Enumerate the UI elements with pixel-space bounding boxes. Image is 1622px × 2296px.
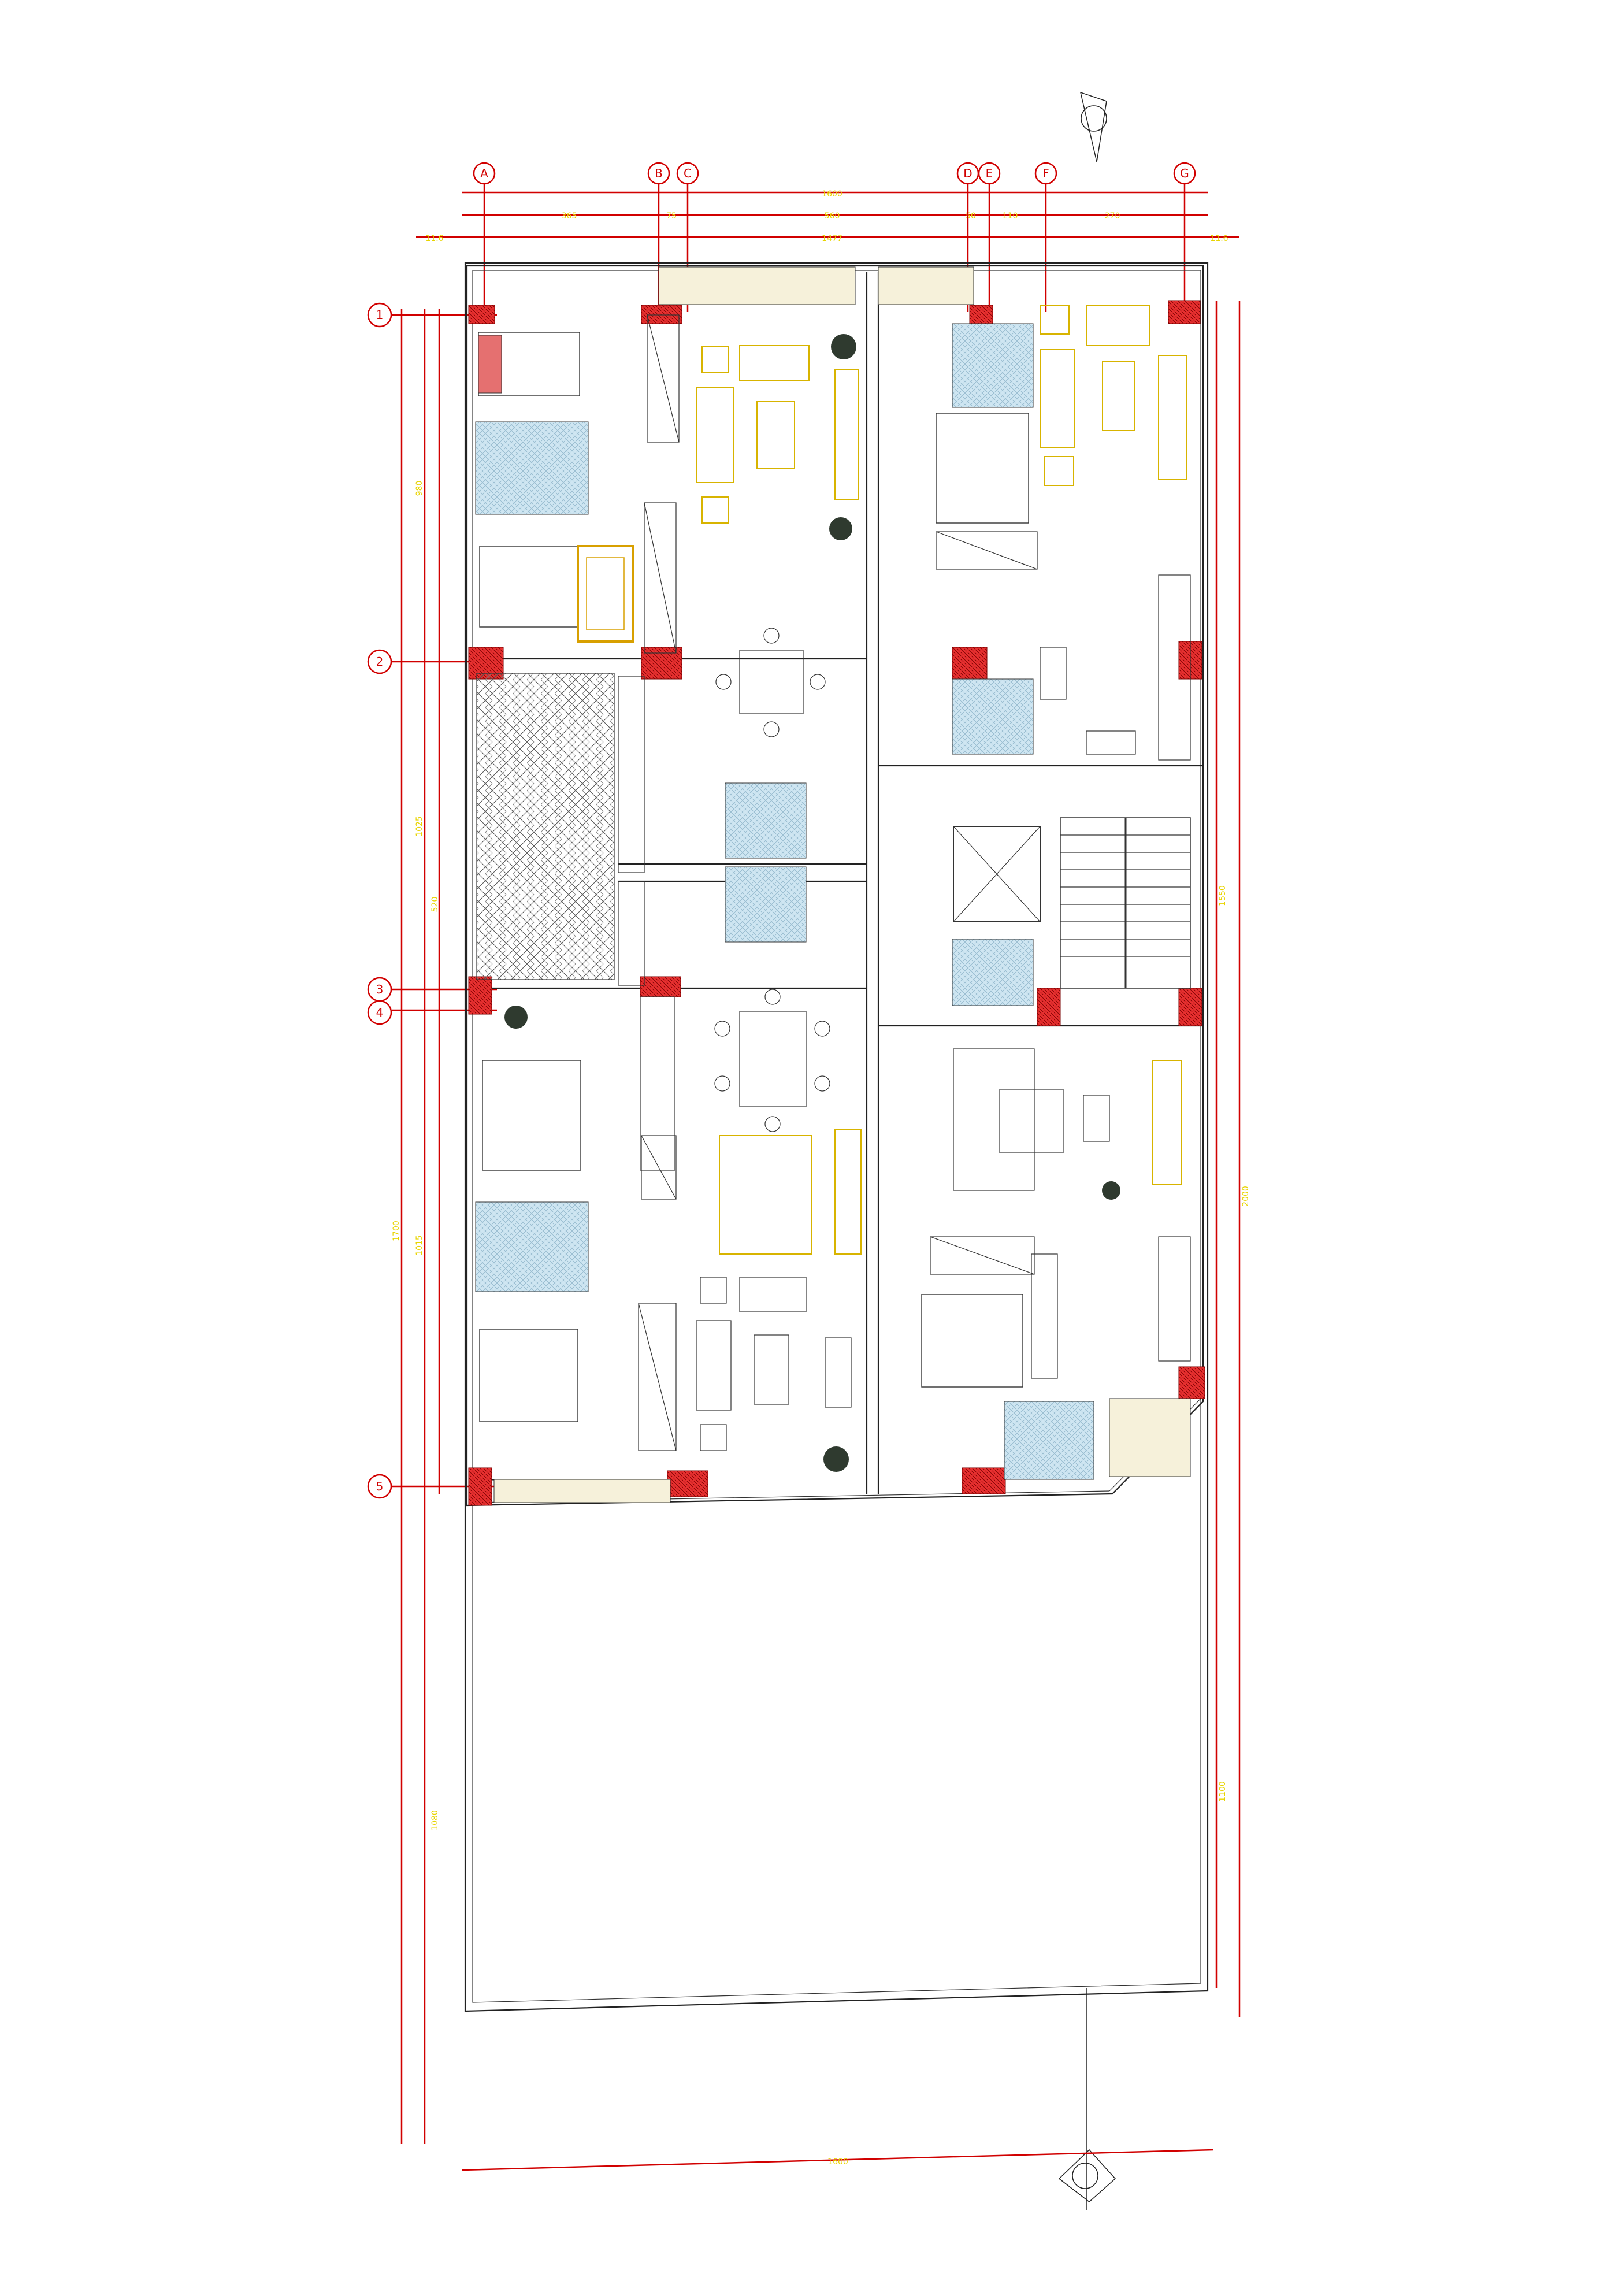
dimension-left: 1025 (415, 816, 424, 837)
dimension-left: 1015 (415, 1235, 424, 1256)
dimension-edge: 11.6 (1210, 234, 1228, 243)
dimension-right: 1100 (1218, 1781, 1227, 1802)
grid-bubble: F (1034, 162, 1057, 185)
elevator-icon (953, 826, 1041, 922)
grid-bubble: A (473, 162, 496, 185)
structural-columns (468, 300, 1205, 1506)
dimension-left: 980 (415, 481, 424, 496)
wardrobes (638, 314, 1038, 1451)
dimension-right: 1550 (1218, 885, 1227, 906)
grid-bubble: C (676, 162, 699, 185)
dimension-segment: 560 (825, 212, 840, 221)
grid-bubble: 4 (367, 1000, 392, 1025)
svg-text:F: F (1042, 166, 1049, 180)
dimension-bottom: 1600 (827, 2157, 848, 2167)
svg-text:E: E (986, 166, 993, 180)
grid-bubble: 2 (367, 649, 392, 674)
dimension-segment: 110 (1003, 212, 1018, 221)
grid-bubble: 3 (367, 977, 392, 1002)
balconies (493, 266, 1191, 1503)
patio-herringbone (476, 673, 615, 980)
left-dimension-lines: 980 1025 520 1015 1700 1080 (392, 309, 440, 2144)
svg-text:3: 3 (376, 982, 384, 996)
dimension-segment: 75 (666, 212, 677, 221)
dimension-left: 1700 (392, 1221, 401, 1241)
dimension-edge: 11.6 (425, 234, 443, 243)
dimension-segment: 365 (562, 212, 577, 221)
dimension-middle: 1477 (822, 234, 842, 243)
top-dimension-lines: 1600 365 75 560 50 110 270 11.6 1477 11.… (416, 190, 1239, 243)
grid-bubble: E (978, 162, 1001, 185)
dimension-right: 2000 (1241, 1186, 1250, 1207)
svg-text:2: 2 (376, 655, 384, 669)
svg-text:G: G (1180, 166, 1189, 180)
bathrooms (475, 323, 1094, 1480)
stair-icon (1060, 817, 1191, 989)
grid-bubble: 1 (367, 302, 392, 328)
svg-text:5: 5 (376, 1479, 384, 1493)
tree-icon (504, 334, 1120, 1472)
bottom-dimension: 1600 (462, 2149, 1214, 2171)
lower-living-set (696, 1048, 1110, 1451)
living-furniture (696, 305, 1187, 1255)
svg-text:D: D (963, 166, 972, 180)
rug (577, 545, 634, 643)
dimension-left: 1080 (430, 1810, 440, 1831)
north-arrow-icon (1079, 91, 1107, 162)
svg-text:4: 4 (376, 1006, 384, 1019)
svg-text:1: 1 (376, 308, 384, 322)
beds (478, 332, 1029, 1422)
svg-text:C: C (684, 166, 692, 180)
grid-bubble: D (956, 162, 979, 185)
kitchens (618, 574, 1191, 1379)
right-dimension-lines: 1550 2000 1100 (1215, 301, 1250, 2017)
grid-bubble: B (647, 162, 670, 185)
svg-text:A: A (480, 166, 488, 180)
dimension-overall: 1600 (822, 190, 842, 199)
dimension-left: 520 (430, 897, 440, 913)
svg-text:B: B (655, 166, 663, 180)
dimension-segment: 270 (1105, 212, 1120, 221)
grid-bubble: 5 (367, 1474, 392, 1499)
north-arrow-icon (1058, 1988, 1116, 2210)
grid-bubble: G (1173, 162, 1196, 185)
dining-tables (714, 628, 830, 1132)
grid-columns: A B C D E F G (473, 162, 1196, 312)
